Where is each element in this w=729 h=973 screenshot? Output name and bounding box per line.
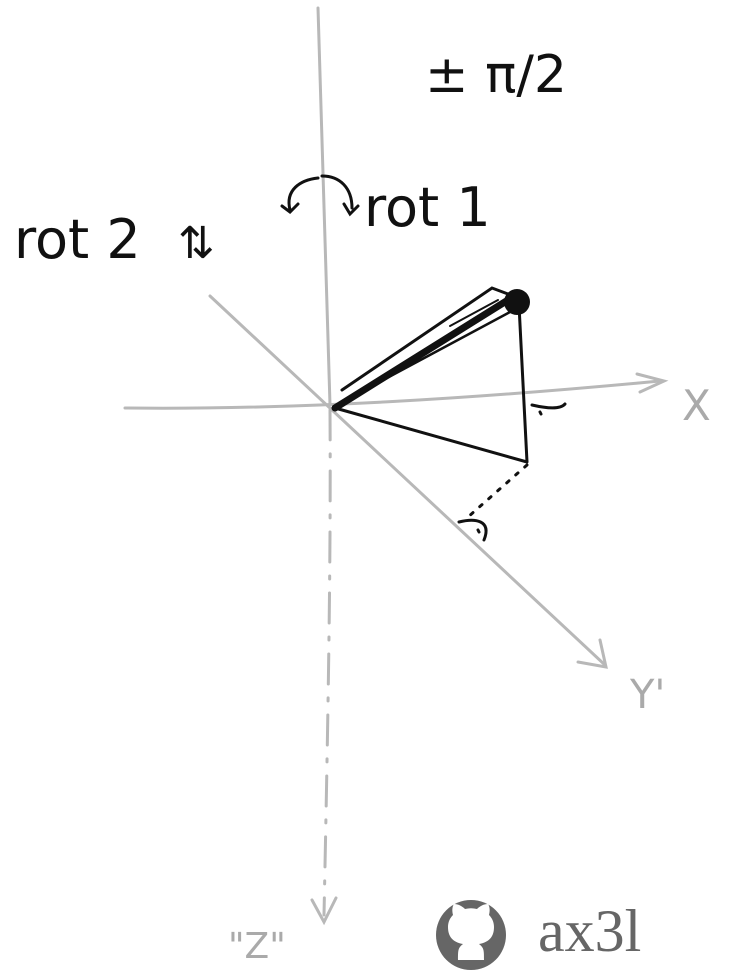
z-axis-dashdot [322, 408, 332, 917]
y-axis-line [208, 294, 607, 667]
x-axis-label: X [682, 381, 711, 430]
rotation-label-right: rot 1 [364, 176, 491, 239]
rotation-label-left-mark: ⇅ [178, 218, 215, 269]
z-axis-label: "Z" [228, 926, 286, 967]
rotation-arrow-right [320, 174, 360, 217]
y-axis-label: Y' [629, 672, 665, 718]
vector-outline-top [340, 286, 510, 392]
vector-tip [504, 289, 530, 315]
z-axis-arrowhead [310, 896, 338, 926]
angle-label: ± π/2 [425, 45, 567, 105]
projection-triangle [334, 304, 529, 464]
x-axis-line [123, 379, 662, 410]
credit-username: ax3l [538, 898, 641, 964]
rotation-arrow-left [280, 176, 320, 214]
github-icon [436, 900, 506, 970]
right-angle-marker-y [457, 518, 488, 542]
drop-to-y-dotted [466, 463, 529, 519]
y-axis-arrowhead [576, 638, 608, 669]
vector-inner-stroke [449, 299, 499, 327]
x-axis-arrowhead [635, 372, 669, 394]
right-angle-marker-x [530, 402, 567, 416]
rotation-label-left: rot 2 [14, 208, 141, 271]
vertical-axis-upper [316, 6, 332, 407]
vector-outline-bottom [344, 310, 512, 402]
